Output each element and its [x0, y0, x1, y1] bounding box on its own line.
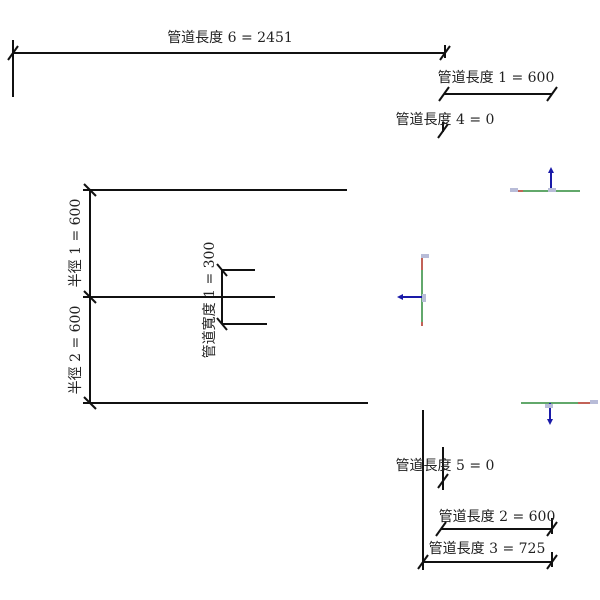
dimension-radius[interactable]: 半徑 1 = 600 半徑 2 = 600 — [68, 183, 97, 410]
duct-connector-top[interactable] — [510, 167, 580, 192]
duct-connector-bottom[interactable] — [521, 400, 598, 425]
dimension-length-2[interactable]: 管道長度 2 = 600 — [435, 509, 558, 537]
dimension-length-4[interactable]: 管道長度 4 = 0 — [396, 112, 495, 139]
dimension-label: 管道長度 1 = 600 — [438, 70, 555, 86]
arrow-up-icon — [548, 167, 554, 173]
dimension-width-1[interactable]: 管道寬度 1 = 300 — [201, 242, 267, 359]
dimension-label: 管道長度 2 = 600 — [439, 509, 556, 525]
dimension-label: 管道寬度 1 = 300 — [201, 242, 218, 359]
duct-connector-middle[interactable] — [397, 254, 429, 326]
dimension-label: 管道長度 5 = 0 — [396, 458, 495, 474]
radius-2-label: 半徑 2 = 600 — [68, 306, 84, 395]
radius-1-label: 半徑 1 = 600 — [68, 199, 84, 288]
dimension-length-3[interactable]: 管道長度 3 = 725 — [417, 541, 558, 570]
dimension-label: 管道長度 3 = 725 — [429, 541, 546, 557]
dimension-label: 管道長度 4 = 0 — [396, 112, 495, 128]
arrow-left-icon — [397, 294, 403, 300]
dimension-length-6[interactable]: 管道長度 6 = 2451 — [7, 30, 451, 97]
dimension-label: 管道長度 6 = 2451 — [167, 30, 293, 46]
arrow-down-icon — [547, 419, 553, 425]
dimension-length-1[interactable]: 管道長度 1 = 600 — [438, 70, 558, 102]
dimension-length-5[interactable]: 管道長度 5 = 0 — [396, 447, 495, 490]
